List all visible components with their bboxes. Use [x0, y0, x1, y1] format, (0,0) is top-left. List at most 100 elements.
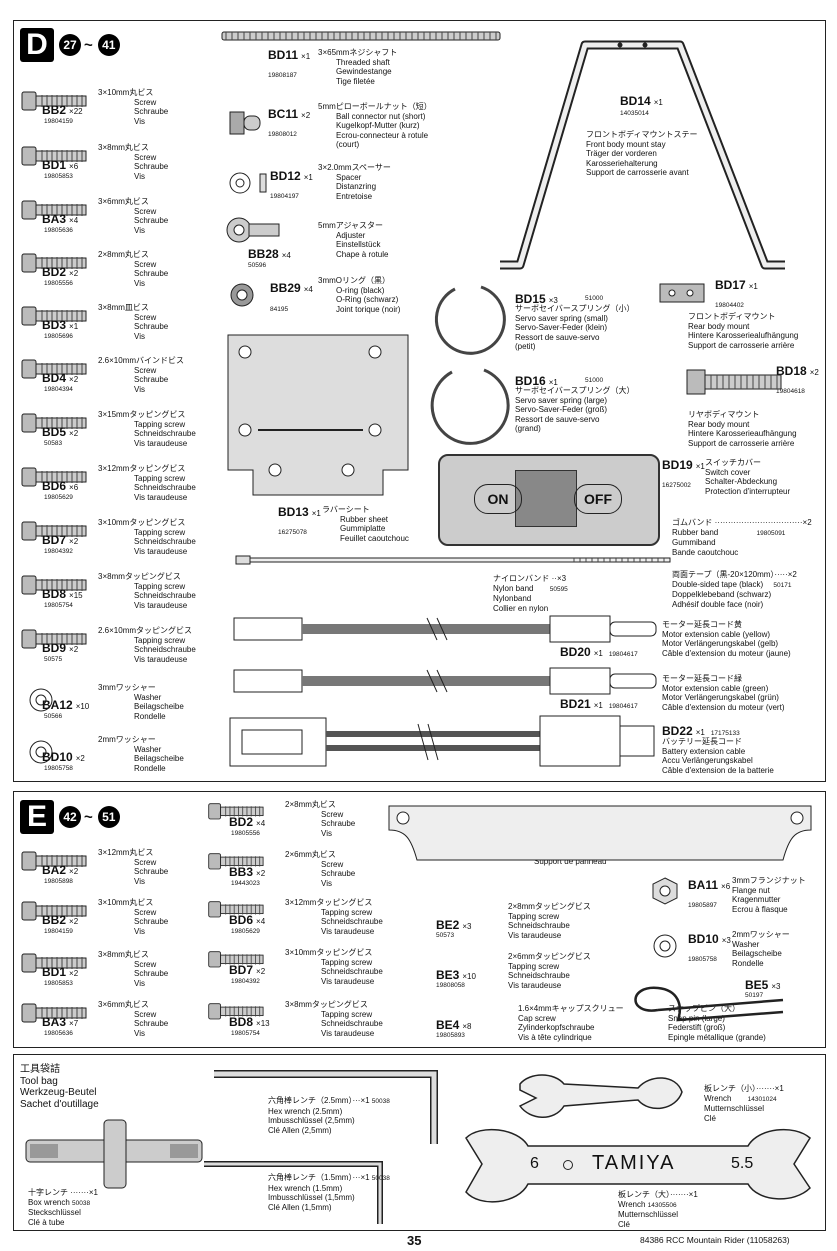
description-line: Feuillet caoutchouc — [340, 533, 409, 543]
description-line: Schalter-Abdeckung — [705, 477, 778, 486]
tool-bag-en: Tool bag — [20, 1075, 58, 1087]
bd13-catalog-number: 16275078 — [278, 529, 307, 536]
ba11-catalog-number: 19805897 — [688, 902, 717, 909]
description-jp: 3×12mmタッピングビス — [285, 898, 373, 907]
description-line: Washer — [134, 692, 162, 702]
part-quantity: ×3 — [771, 982, 781, 991]
description-line: Schraube — [134, 216, 169, 225]
part-quantity: ×2 — [69, 375, 79, 384]
section-e-frame — [13, 791, 826, 1048]
description-line: Vis — [134, 116, 145, 126]
hex-wrench-2-5mm-label: 六角棒レンチ（2.5mm）···×1 50038 Hex wrench (2.5… — [268, 1096, 390, 1135]
part-quantity: ×2 — [69, 537, 79, 546]
description-line: Kragenmutter — [732, 895, 781, 904]
bb2-drawing — [20, 900, 90, 927]
part-quantity: ×2 — [75, 754, 85, 763]
description-line: Distanzring — [336, 182, 377, 191]
snap-pin-drawing — [634, 986, 784, 1022]
hex-wrench-1-5mm-label: 六角棒レンチ（1.5mm）···×1 50038 Hex wrench (1.5… — [268, 1173, 390, 1212]
description-line: Support de carrosserie avant — [586, 168, 689, 177]
spacer-drawing — [229, 172, 267, 194]
bb29-description: 3mmOリング（黒）O-ring (black)O-Ring (schwarz)… — [318, 276, 400, 314]
part-code-text: BB29 — [270, 281, 301, 295]
bd20-fr: Câble d'extension du moteur (jaune) — [662, 648, 791, 658]
part-code-text: BD10 — [42, 750, 73, 764]
description-line: Screw — [134, 1009, 157, 1019]
description-line: Vis taraudeuse — [134, 654, 188, 664]
description-line: Schneidschraube — [508, 921, 570, 930]
description-jp: 1.6×4mmキャップスクリュー — [518, 1004, 624, 1013]
part-code-text: BD8 — [42, 587, 67, 601]
bb2-catalog-number: 19804159 — [44, 118, 73, 125]
description-line: Schneidschraube — [134, 483, 196, 492]
bd12-part-code: BD12×1 — [270, 169, 313, 183]
bd6-catalog-number: 19805629 — [231, 928, 260, 935]
bd15-catalog-number: 51000 — [585, 295, 604, 302]
bd20-en: Motor extension cable (yellow) — [662, 629, 771, 639]
part-quantity: ×6 — [69, 162, 79, 171]
bd6-drawing — [207, 900, 267, 923]
description-line: Schraube — [134, 375, 169, 384]
part-quantity: ×1 — [695, 462, 705, 471]
tool-bag-fr: Sachet d'outillage — [20, 1098, 99, 1110]
section-d-header: D 27 ~ 41 — [20, 28, 120, 62]
washer-e-drawing — [653, 934, 677, 958]
description-line: Vis taraudeuse — [508, 980, 562, 990]
description-line: Schraube — [134, 969, 169, 978]
bd1-drawing — [20, 145, 90, 172]
part-code-text: BD8 — [229, 1015, 254, 1029]
description-line: Vis taraudeuse — [321, 1028, 375, 1038]
part-code-text: BD9 — [42, 641, 67, 655]
part-code-text: BD16 — [515, 374, 546, 388]
description-jp: 3×10mm丸ビス — [98, 88, 154, 97]
part-quantity: ×13 — [256, 1019, 270, 1028]
description-line: Tapping screw — [508, 961, 560, 971]
part-quantity: ×2 — [69, 867, 79, 876]
description-line: O-ring (black) — [336, 285, 385, 295]
part-code-text: BD15 — [515, 292, 546, 306]
bd15-part-code: BD15×3 — [515, 292, 558, 306]
bb28-catalog-number: 50596 — [248, 262, 267, 269]
bd22-qty: ×1 — [695, 728, 705, 737]
description-line: Gummiplatte — [340, 524, 386, 533]
tape-cat: 50171 — [773, 581, 792, 589]
bd7-part-code: BD7×2 — [42, 533, 78, 547]
description-line: Rondelle — [134, 711, 166, 721]
nylon-band-de: Nylonband — [493, 594, 532, 603]
bd21-qty: ×1 — [593, 701, 603, 710]
ba12-drawing — [28, 687, 54, 718]
description-line: Protection d'interrupteur — [705, 486, 791, 496]
ball-connector-nut-drawing — [229, 111, 261, 135]
part-quantity: ×4 — [69, 216, 79, 225]
adjuster-drawing — [226, 217, 280, 243]
wrench-large-label: 板レンチ（大）·······×1 Wrench 14305506 Muttern… — [618, 1190, 698, 1229]
description-line: Schneidschraube — [134, 645, 196, 654]
bd1-part-code: BD1×6 — [42, 158, 78, 172]
wrench-small-de: Mutternschlüssel — [704, 1104, 765, 1113]
description-jp: フロントボディマウントステー — [586, 130, 698, 139]
description-line: Screw — [134, 97, 157, 107]
step-from-badge: 27 — [59, 34, 81, 56]
bd10-catalog-number: 19805758 — [688, 956, 717, 963]
ba2-catalog-number: 19805898 — [44, 878, 73, 885]
part-quantity: ×22 — [69, 107, 83, 116]
ba2-drawing — [20, 850, 90, 877]
bb3-catalog-number: 19443023 — [231, 880, 260, 887]
part-code-text: BD6 — [42, 479, 67, 493]
be2-catalog-number: 50573 — [436, 932, 455, 939]
description-line: Schraube — [134, 322, 169, 331]
description-line: Rear body mount — [688, 321, 750, 331]
description-line: Tapping screw — [134, 473, 186, 483]
part-quantity: ×6 — [69, 483, 79, 492]
description-line: (court) — [336, 140, 360, 149]
bd5-catalog-number: 50583 — [44, 440, 63, 447]
description-line: Washer — [732, 939, 760, 949]
wrench-small-en: Wrench — [704, 1093, 732, 1103]
